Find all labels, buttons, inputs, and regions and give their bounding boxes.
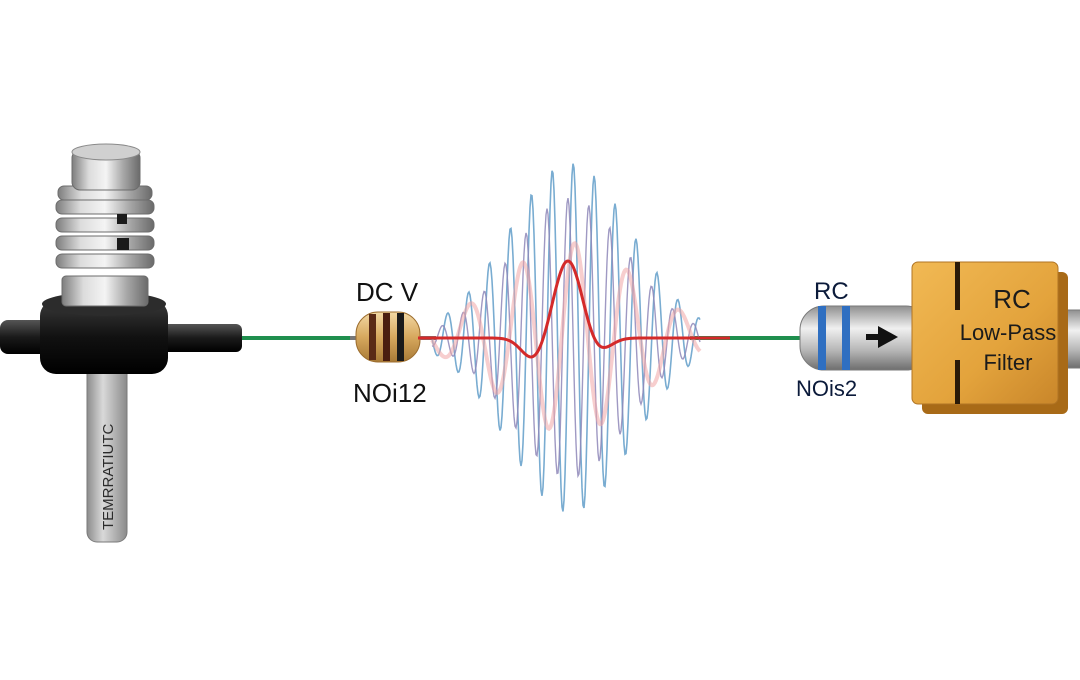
temperature-probe-icon: TEMRRATIUTC — [0, 143, 242, 543]
noise-waveform-icon — [418, 163, 730, 512]
signal-line — [418, 259, 730, 359]
noise-wave-pink — [430, 241, 702, 432]
noise-1-label: NOi12 — [353, 378, 427, 408]
coax-connector-icon — [799, 305, 931, 371]
rc-ring-label: RC — [814, 278, 849, 305]
dc-source-label: DC V — [356, 277, 419, 307]
filter-title-line2: Low-Pass — [960, 320, 1057, 345]
noise-wave-purple — [431, 198, 701, 479]
filter-title-line3: Filter — [984, 350, 1033, 375]
filter-box-icon: RC Low-Pass Filter — [911, 261, 1068, 414]
noise-2-label: NOis2 — [796, 376, 857, 401]
heatsink-fins — [55, 185, 155, 269]
filter-title-line1: RC — [993, 284, 1031, 314]
noise-wave-blue — [431, 163, 701, 512]
sensor-stem-label: TEMRRATIUTC — [100, 423, 117, 530]
arrow-right-icon — [866, 326, 898, 348]
